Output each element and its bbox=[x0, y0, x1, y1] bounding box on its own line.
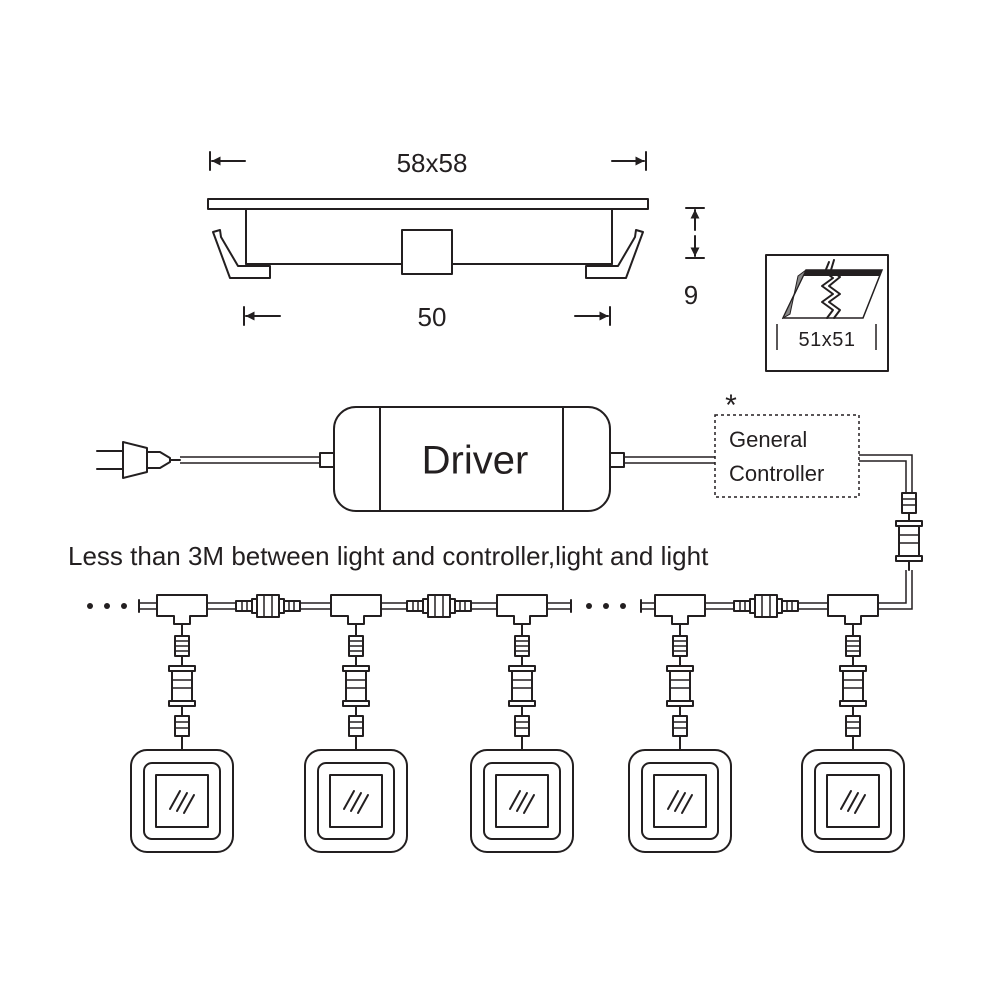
lamp-flange bbox=[207, 198, 649, 210]
bus-connector-2 bbox=[406, 594, 472, 618]
t-junction bbox=[654, 594, 706, 625]
light-drop-cable-1 bbox=[168, 623, 196, 751]
t-junction bbox=[827, 594, 879, 625]
controller-label-line2: Controller bbox=[729, 461, 824, 486]
lamp-connector-block bbox=[401, 229, 453, 275]
controller-output-cable bbox=[859, 454, 913, 493]
light-drop-cable-4 bbox=[666, 623, 694, 751]
spring-clip-right bbox=[585, 229, 644, 279]
height-label: 9 bbox=[684, 280, 698, 310]
ellipsis-dots-icon bbox=[87, 603, 127, 609]
square-led-light-icon bbox=[470, 749, 574, 853]
driver-input-connector bbox=[319, 452, 335, 468]
driver-box: Driver bbox=[333, 406, 611, 512]
cutout-size-label: 51x51 bbox=[799, 329, 856, 351]
ellipsis-dots-icon bbox=[586, 603, 626, 609]
cross-section-drawing: 58x58 9 50 bbox=[207, 148, 705, 332]
controller-label-line1: General bbox=[729, 427, 807, 452]
controller-optional-asterisk: * bbox=[725, 389, 737, 422]
bus-connector-3 bbox=[733, 594, 799, 618]
t-junction bbox=[330, 594, 382, 625]
t-junction bbox=[496, 594, 548, 625]
inner-width-label: 50 bbox=[418, 302, 447, 332]
square-led-light-icon bbox=[304, 749, 408, 853]
distance-note: Less than 3M between light and controlle… bbox=[68, 541, 709, 571]
square-led-light-icon bbox=[628, 749, 732, 853]
light-drop-cable-3 bbox=[508, 623, 536, 751]
light-drop-cable-2 bbox=[342, 623, 370, 751]
cable-connector-icon bbox=[895, 492, 923, 571]
square-led-light-icon bbox=[130, 749, 234, 853]
driver-label: Driver bbox=[422, 439, 529, 483]
light-drop-cable-5 bbox=[839, 623, 867, 751]
power-plug-icon bbox=[96, 441, 181, 479]
bus-connector-1 bbox=[235, 594, 301, 618]
cutout-icon: 51x51 bbox=[765, 254, 889, 372]
spring-clip-left bbox=[212, 229, 271, 279]
outer-width-label: 58x58 bbox=[397, 148, 468, 178]
general-controller-box: * General Controller bbox=[714, 389, 860, 498]
driver-output-connector bbox=[609, 452, 625, 468]
square-led-light-icon bbox=[801, 749, 905, 853]
t-junction bbox=[156, 594, 208, 625]
